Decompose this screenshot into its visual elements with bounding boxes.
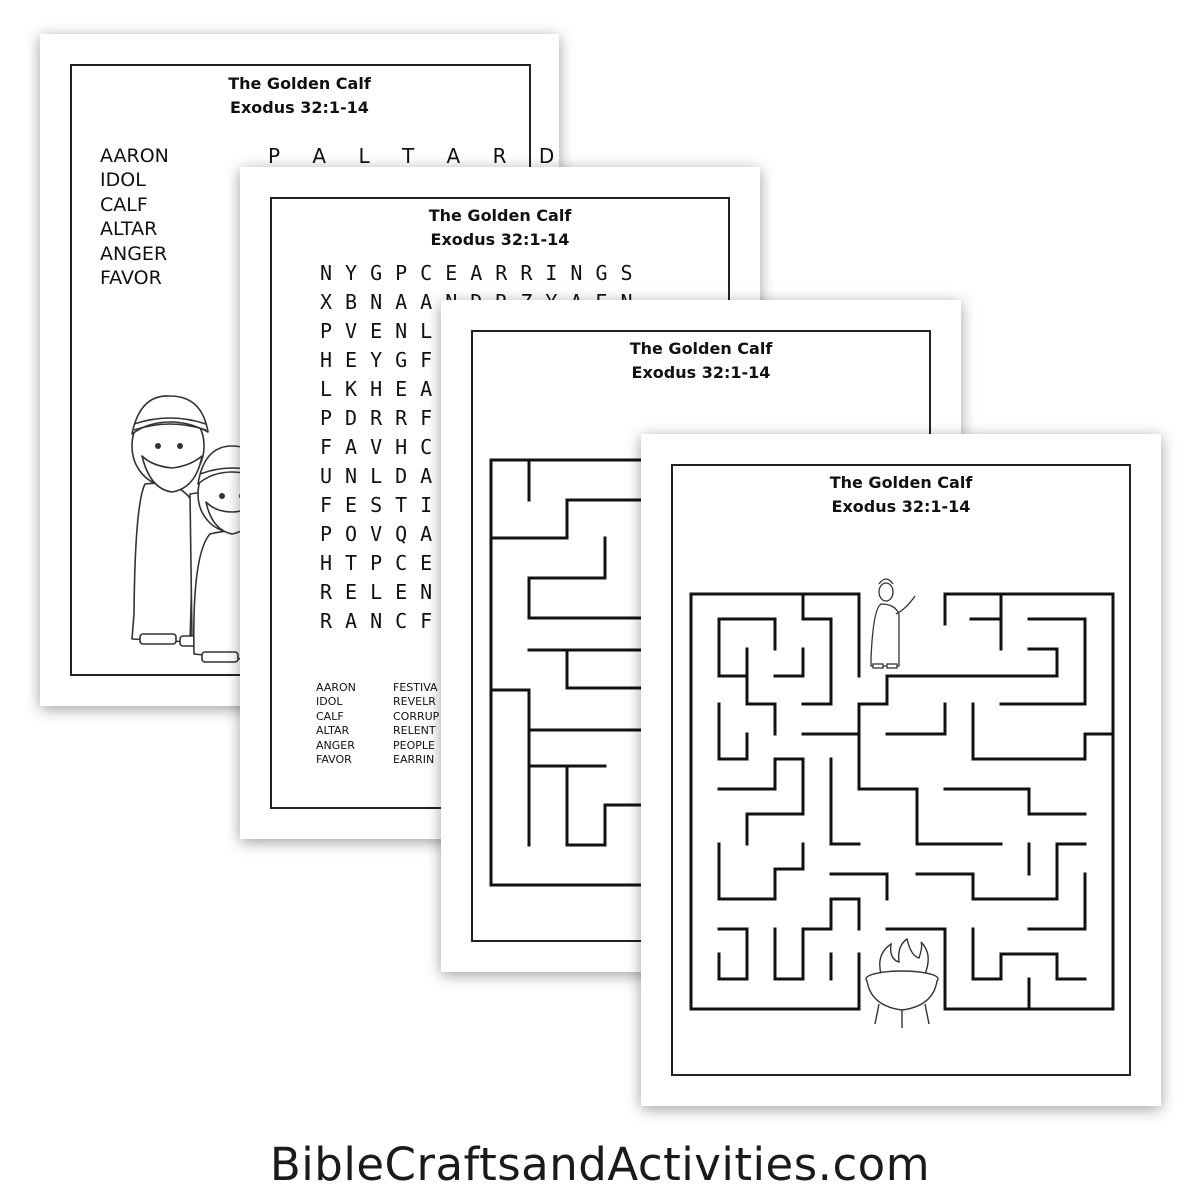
word: PEOPLE <box>393 738 435 752</box>
scripture-reference: Exodus 32:1-14 <box>831 497 971 516</box>
word: IDOL <box>100 169 146 192</box>
word: REVELR <box>393 695 436 709</box>
fire-altar-icon <box>865 937 939 1028</box>
page-title: The Golden Calf Exodus 32:1-14 <box>641 471 1161 519</box>
grid-row: RANCF <box>320 609 446 633</box>
maze-easy <box>489 458 643 887</box>
word: CORRUP <box>393 709 440 723</box>
word-bank-column-1: AARON IDOL CALF ALTAR ANGER FAVOR <box>316 681 356 767</box>
website-url: BibleCraftsandActivities.com <box>269 1138 931 1191</box>
title-text: The Golden Calf <box>428 206 572 225</box>
grid-row: FESTI <box>320 493 446 517</box>
letter-grid: NYGPCEARRINGS XBNAANDRZYAEN PVENL HEYGF … <box>320 259 646 636</box>
scripture-reference: Exodus 32:1-14 <box>230 98 369 117</box>
word: FAVOR <box>100 267 162 290</box>
grid-row: PDRRF <box>320 406 446 430</box>
title-text: The Golden Calf <box>629 339 773 358</box>
word: CALF <box>100 193 148 216</box>
grid-row: FAVHC <box>320 435 446 459</box>
aaron-people-illustration <box>131 392 283 663</box>
title-text: The Golden Calf <box>829 473 973 492</box>
word-list: AARON IDOL CALF ALTAR ANGER FAVOR <box>100 144 169 290</box>
word: EARRIN <box>393 753 435 767</box>
word: AARON <box>316 681 356 694</box>
word: ANGER <box>316 738 355 752</box>
page-title: The Golden Calf Exodus 32:1-14 <box>40 72 559 120</box>
grid-row: NYGPCEARRINGS <box>320 261 646 285</box>
word: AARON <box>100 145 169 167</box>
grid-row: HEYGF <box>320 348 446 372</box>
grid-row: LKHEA <box>320 377 446 401</box>
word: CALF <box>316 709 344 723</box>
grid-row: HTPCE <box>320 551 446 575</box>
word-bank-column-2: FESTIVA REVELR CORRUP RELENT PEOPLE EARR… <box>393 681 439 767</box>
worksheet-maze-hard: The Golden Calf Exodus 32:1-14 <box>641 434 1161 1106</box>
title-text: The Golden Calf <box>228 74 371 93</box>
word: FESTIVA <box>393 681 438 694</box>
scripture-reference: Exodus 32:1-14 <box>631 363 771 382</box>
page-title: The Golden Calf Exodus 32:1-14 <box>441 337 961 385</box>
word: ALTAR <box>316 724 350 738</box>
word: ALTAR <box>100 218 158 241</box>
page-border <box>671 464 1131 1076</box>
grid-row: PVENL <box>320 319 446 343</box>
word: FAVOR <box>316 753 352 767</box>
grid-row: UNLDA <box>320 464 446 488</box>
maze-hard <box>689 578 1115 1028</box>
grid-row: RELEN <box>320 580 446 604</box>
moses-figure-icon <box>870 578 916 669</box>
page-title: The Golden Calf Exodus 32:1-14 <box>240 204 760 252</box>
word: RELENT <box>393 724 436 738</box>
grid-row: POVQA <box>320 522 446 546</box>
word: IDOL <box>316 695 343 709</box>
word: ANGER <box>100 242 168 265</box>
scrambled-word: P A L T A R D <box>268 144 568 168</box>
scripture-reference: Exodus 32:1-14 <box>430 230 570 249</box>
